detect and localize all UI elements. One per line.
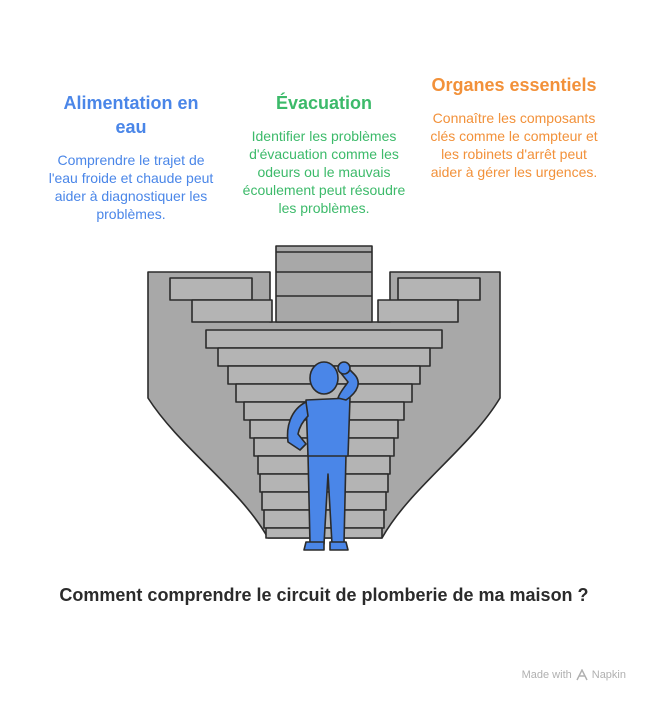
made-with-label: Made with	[521, 669, 572, 681]
branch-drainage: Évacuation Identifier les problèmes d'év…	[236, 91, 412, 217]
napkin-logo-icon	[576, 669, 588, 681]
branch-text-essential-parts: Connaître les composants clés comme le c…	[430, 110, 598, 180]
central-question: Comment comprendre le circuit de plomber…	[59, 585, 589, 605]
branch-title-water-supply: Alimentation en eau	[63, 93, 199, 137]
branch-title-drainage: Évacuation	[275, 93, 373, 113]
branch-essential-parts: Organes essentiels Connaître les composa…	[430, 73, 598, 181]
thinking-person-icon	[286, 361, 359, 551]
branch-water-supply: Alimentation en eau Comprendre le trajet…	[46, 91, 216, 223]
napkin-brand-label: Napkin	[591, 669, 626, 681]
branch-text-water-supply: Comprendre le trajet de l'eau froide et …	[48, 152, 214, 222]
branch-text-drainage: Identifier les problèmes d'évacuation co…	[242, 128, 406, 216]
footer-watermark: Made with Napkin	[522, 669, 626, 681]
branch-title-essential-parts: Organes essentiels	[431, 75, 597, 95]
staircase-illustration	[147, 245, 501, 551]
